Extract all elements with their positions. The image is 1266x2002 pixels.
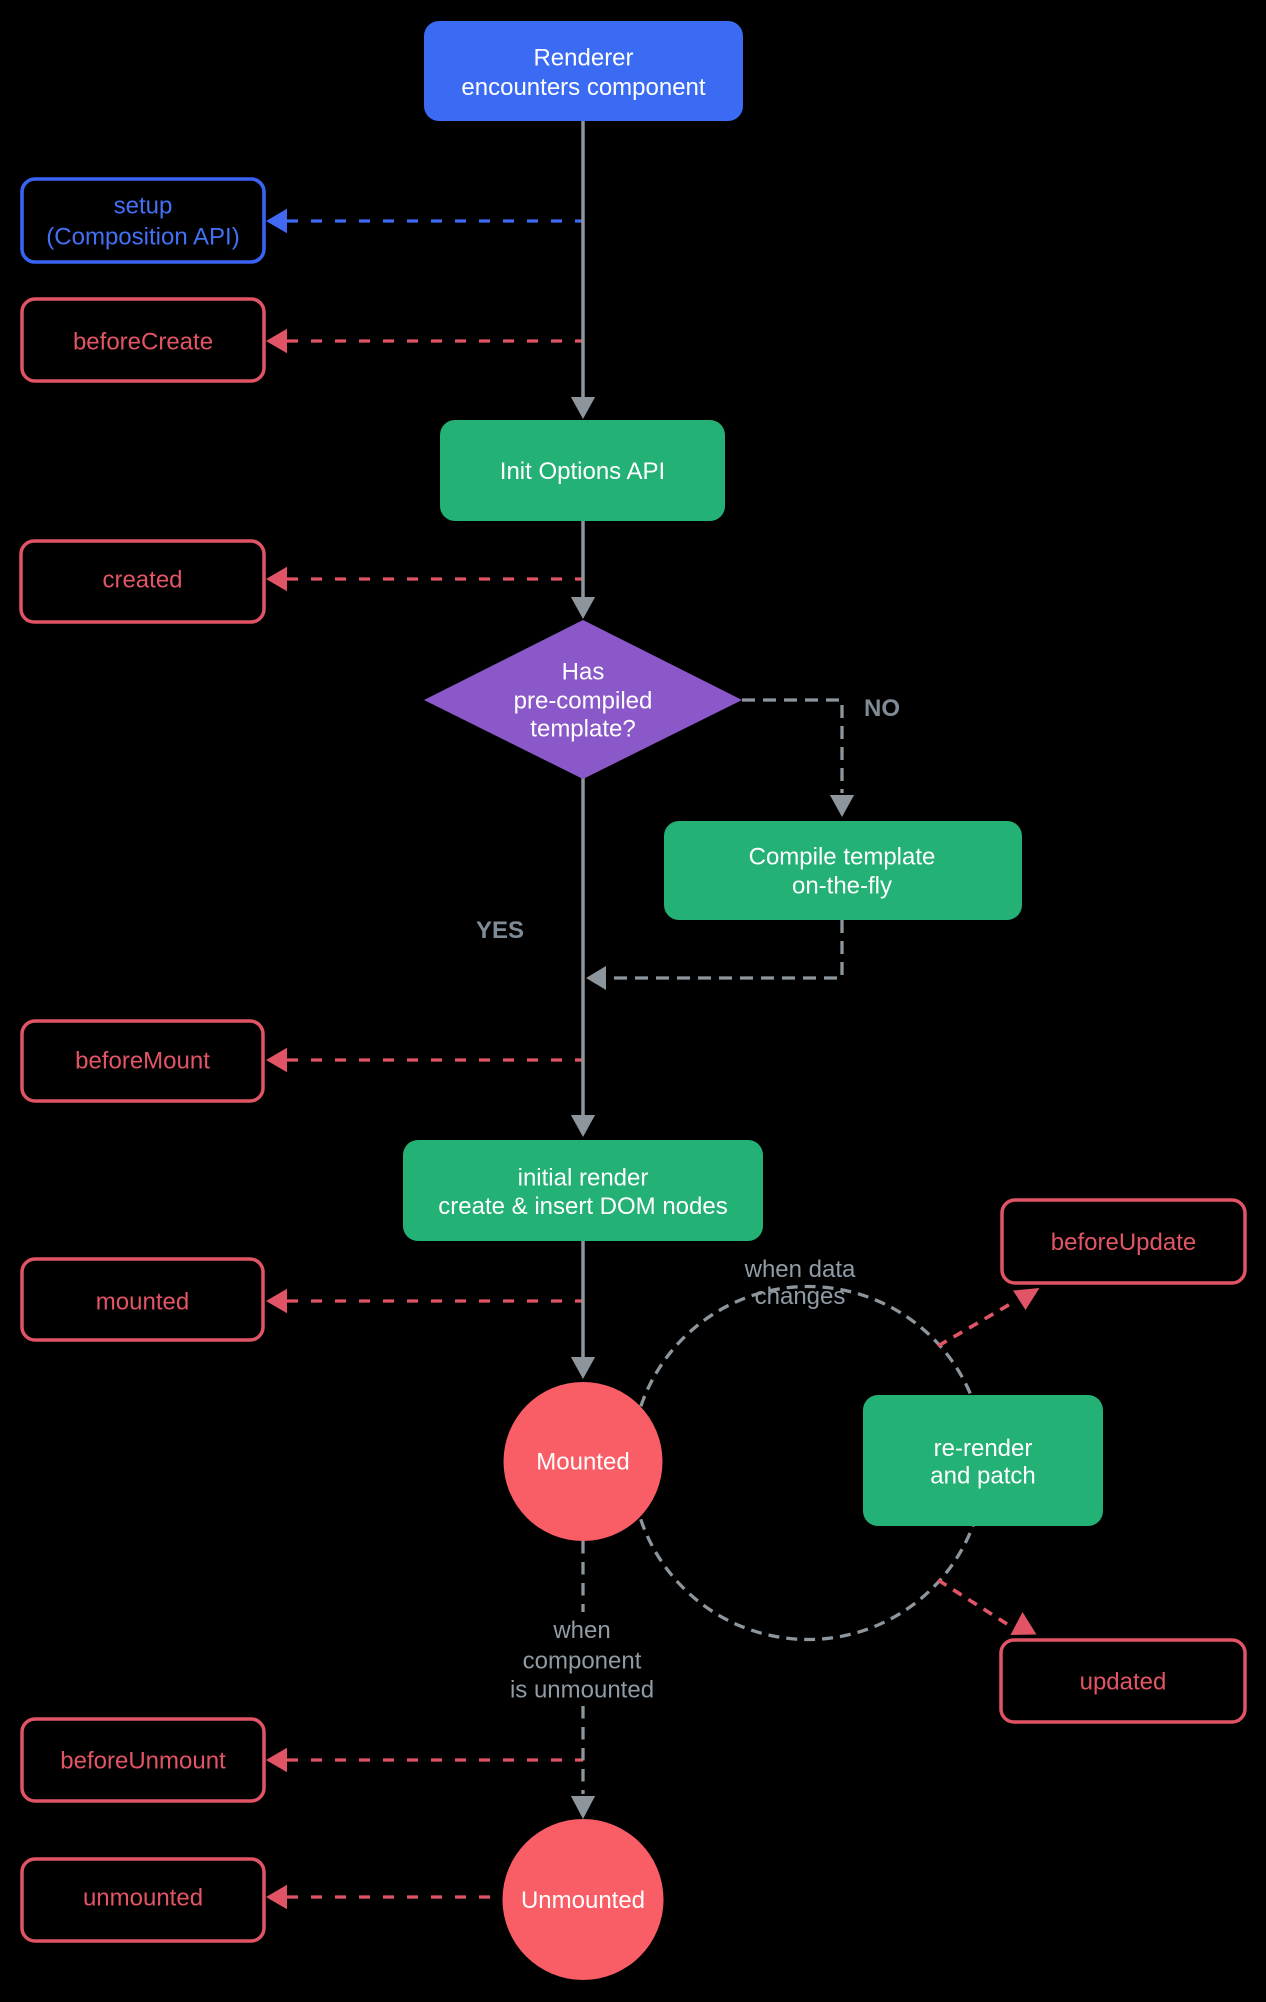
svg-text:beforeCreate: beforeCreate xyxy=(73,329,213,356)
svg-text:Init Options API: Init Options API xyxy=(500,458,665,485)
svg-text:Renderer: Renderer xyxy=(533,45,633,72)
svg-text:unmounted: unmounted xyxy=(83,1885,203,1912)
svg-text:encounters component: encounters component xyxy=(461,74,705,101)
svg-text:Unmounted: Unmounted xyxy=(521,1887,645,1914)
svg-text:NO: NO xyxy=(864,695,900,722)
svg-text:pre-compiled: pre-compiled xyxy=(514,688,653,715)
svg-text:template?: template? xyxy=(530,716,635,743)
svg-text:mounted: mounted xyxy=(96,1289,189,1316)
svg-text:beforeUpdate: beforeUpdate xyxy=(1051,1229,1196,1256)
svg-text:changes: changes xyxy=(755,1283,846,1310)
svg-text:and patch: and patch xyxy=(930,1463,1035,1490)
svg-text:when data: when data xyxy=(744,1256,856,1283)
svg-text:initial render: initial render xyxy=(518,1165,649,1192)
svg-text:on-the-fly: on-the-fly xyxy=(792,873,892,900)
svg-text:component: component xyxy=(523,1648,642,1675)
svg-text:Mounted: Mounted xyxy=(536,1449,629,1476)
svg-text:when: when xyxy=(552,1617,610,1644)
svg-text:is unmounted: is unmounted xyxy=(510,1677,654,1704)
svg-text:created: created xyxy=(102,567,182,594)
svg-text:beforeMount: beforeMount xyxy=(75,1048,210,1075)
svg-text:beforeUnmount: beforeUnmount xyxy=(60,1748,226,1775)
svg-text:Compile template: Compile template xyxy=(749,844,936,871)
svg-text:Has: Has xyxy=(562,659,605,686)
svg-text:YES: YES xyxy=(476,917,524,944)
svg-text:re-render: re-render xyxy=(934,1435,1033,1462)
svg-text:(Composition API): (Composition API) xyxy=(46,224,239,251)
svg-text:updated: updated xyxy=(1080,1669,1167,1696)
svg-text:create & insert DOM nodes: create & insert DOM nodes xyxy=(438,1193,727,1220)
svg-text:setup: setup xyxy=(114,193,173,220)
